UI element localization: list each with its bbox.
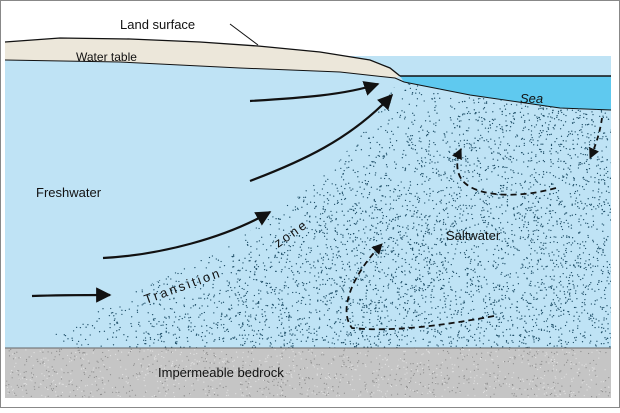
flow-arrow-1 [32,295,110,296]
saltwater-label: Saltwater [446,228,501,243]
water-table-label: Water table [76,50,137,64]
freshwater-label: Freshwater [36,185,102,200]
sea-label: Sea [520,91,543,106]
land-surface-label: Land surface [120,17,195,32]
bedrock-label: Impermeable bedrock [158,365,284,380]
